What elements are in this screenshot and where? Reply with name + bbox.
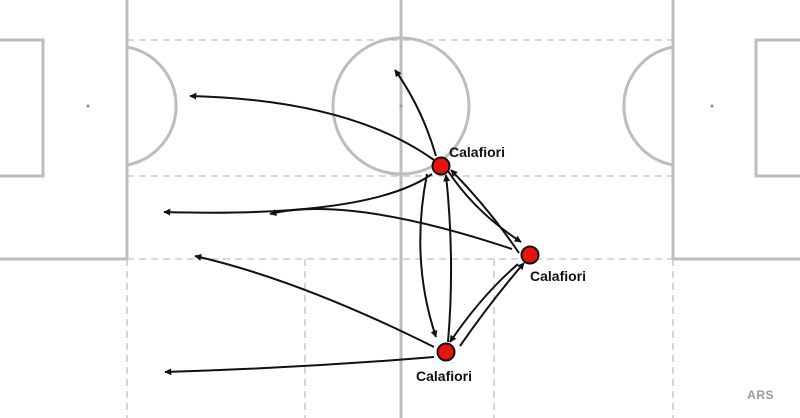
pass-arrow [447, 170, 522, 243]
pass-arrow [269, 208, 513, 250]
left-penalty-arc [126, 45, 178, 167]
center-circle [331, 36, 471, 176]
left-six-yard-box [0, 38, 45, 178]
team-label: ARS [747, 388, 774, 402]
player-name-label: Calafiori [530, 268, 586, 284]
right-penalty-arc [622, 45, 674, 167]
pass-arrow [450, 169, 520, 254]
pass-arrow [443, 174, 453, 343]
pass-arrow [419, 173, 438, 338]
pass-arrow [449, 263, 519, 343]
player-node: Calafiori [520, 245, 586, 284]
pass-arrow [194, 253, 435, 348]
player-node: Calafiori [416, 342, 472, 384]
pass-arrow [163, 173, 433, 216]
right-six-yard-box [754, 38, 800, 178]
player-marker [436, 342, 456, 362]
pass-arrow [164, 356, 435, 376]
pass-arrow [459, 262, 525, 347]
player-name-label: Calafiori [416, 368, 472, 384]
center-spot [399, 104, 403, 108]
player-name-label: Calafiori [449, 144, 505, 160]
pass-arrows [163, 69, 525, 376]
player-marker [431, 156, 451, 176]
player-node: Calafiori [431, 144, 505, 176]
pass-arrow [394, 69, 437, 157]
left-penalty-spot [86, 104, 90, 108]
pass-arrow [189, 92, 435, 161]
right-penalty-spot [710, 104, 714, 108]
player-marker [520, 245, 540, 265]
